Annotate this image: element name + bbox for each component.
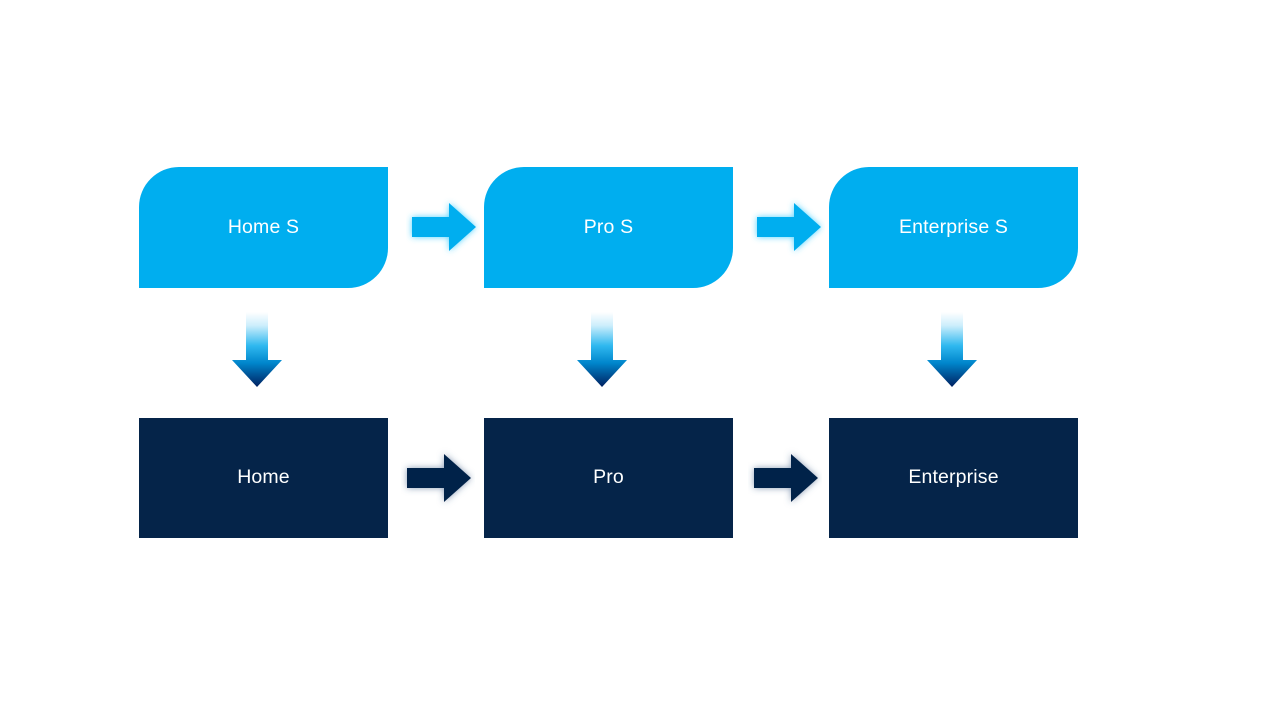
- node-label: Pro S: [583, 215, 634, 238]
- node-label: Pro: [593, 466, 624, 489]
- arrow-right-icon: [401, 447, 475, 509]
- arrow-down-icon: [574, 308, 630, 390]
- node-home-s[interactable]: Home S: [139, 167, 388, 288]
- arrow-down-icon: [924, 308, 980, 390]
- node-label: Home: [237, 466, 290, 489]
- node-pro[interactable]: Pro: [484, 418, 733, 538]
- arrow-right-icon: [406, 196, 480, 258]
- node-pro-s[interactable]: Pro S: [484, 167, 733, 288]
- arrow-down-icon: [229, 308, 285, 390]
- node-label: Enterprise S: [898, 215, 1009, 238]
- arrow-right-icon: [748, 447, 822, 509]
- node-home[interactable]: Home: [139, 418, 388, 538]
- node-enterprise-s[interactable]: Enterprise S: [829, 167, 1078, 288]
- node-enterprise[interactable]: Enterprise: [829, 418, 1078, 538]
- node-label: Enterprise: [908, 466, 999, 489]
- arrow-right-icon: [751, 196, 825, 258]
- node-label: Home S: [227, 215, 300, 238]
